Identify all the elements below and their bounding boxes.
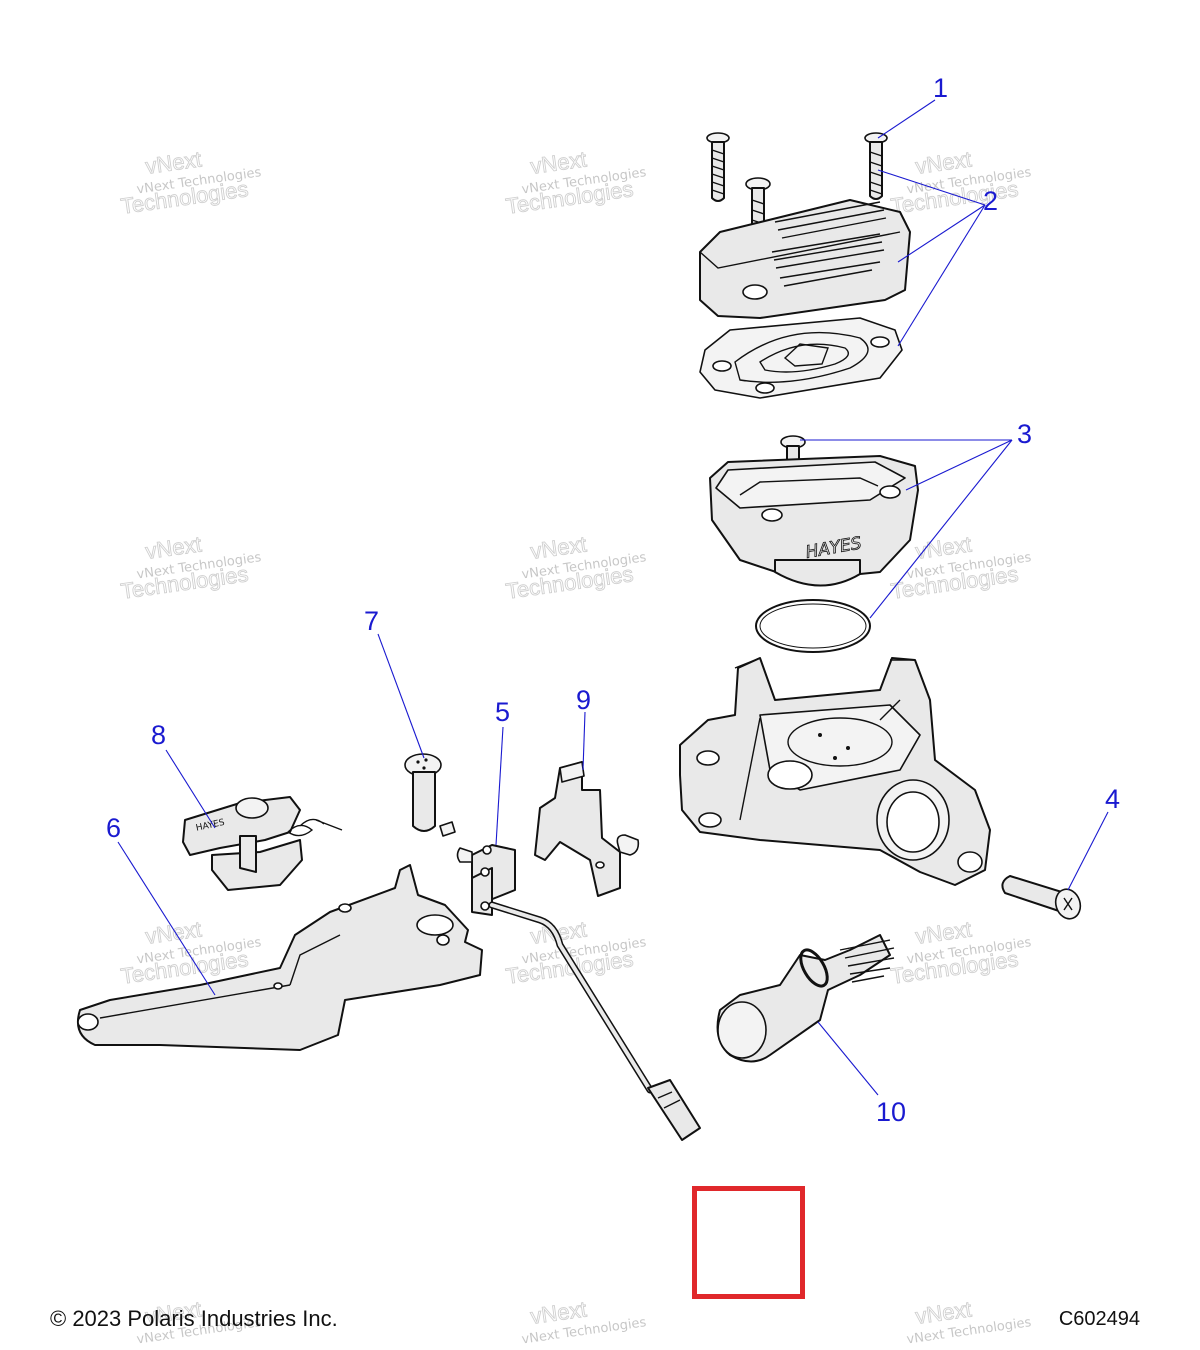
callout-3: 3 [1017, 419, 1032, 449]
callout-6: 6 [106, 813, 121, 843]
copyright-text: © 2023 Polaris Industries Inc. [50, 1306, 338, 1331]
brake-lever [76, 864, 483, 1051]
o-ring [755, 599, 871, 653]
watermark: vNext vNext Technologies [521, 1296, 648, 1348]
watermark: vNext vNext Technologies Technologies [504, 531, 648, 604]
highlight-square [692, 1186, 805, 1299]
watermark: vNext vNext Technologies Technologies [119, 531, 263, 604]
pivot-bolt [1001, 875, 1082, 920]
reservoir-cover [699, 199, 911, 319]
callout-2: 2 [983, 186, 998, 216]
watermark: vNext vNext Technologies Technologies [504, 916, 648, 989]
callout-7: 7 [364, 606, 379, 636]
lever-adjuster: HAYES [182, 796, 343, 891]
lever-pivot-pin [404, 753, 456, 837]
callout-4: 4 [1105, 784, 1120, 814]
diaphragm [699, 317, 903, 399]
watermark: vNext vNext Technologies Technologies [504, 146, 648, 219]
piston-assembly [716, 934, 895, 1063]
diagram-code: C602494 [1058, 1308, 1140, 1330]
callout-8: 8 [151, 720, 166, 750]
callout-numbers: 1 2 3 4 5 6 7 8 9 10 [106, 73, 1120, 1127]
reservoir-body: HAYES [709, 455, 919, 587]
master-cylinder-housing [679, 657, 991, 886]
warning-label-text [771, 201, 887, 287]
callout-5: 5 [495, 697, 510, 727]
watermark: vNext vNext Technologies [906, 1296, 1033, 1348]
watermark: vNext vNext Technologies Technologies [889, 146, 1033, 219]
callout-leaders [117, 99, 1109, 1096]
callout-1: 1 [933, 73, 948, 103]
brake-switch [456, 844, 701, 1141]
watermark: vNext vNext Technologies Technologies [889, 916, 1033, 989]
callout-9: 9 [576, 685, 591, 715]
callout-10: 10 [876, 1097, 906, 1127]
switch-bracket [534, 761, 640, 897]
watermark-layer: vNext vNext Technologies Technologies vN… [119, 146, 1033, 1348]
watermark: vNext vNext Technologies Technologies [119, 146, 263, 219]
